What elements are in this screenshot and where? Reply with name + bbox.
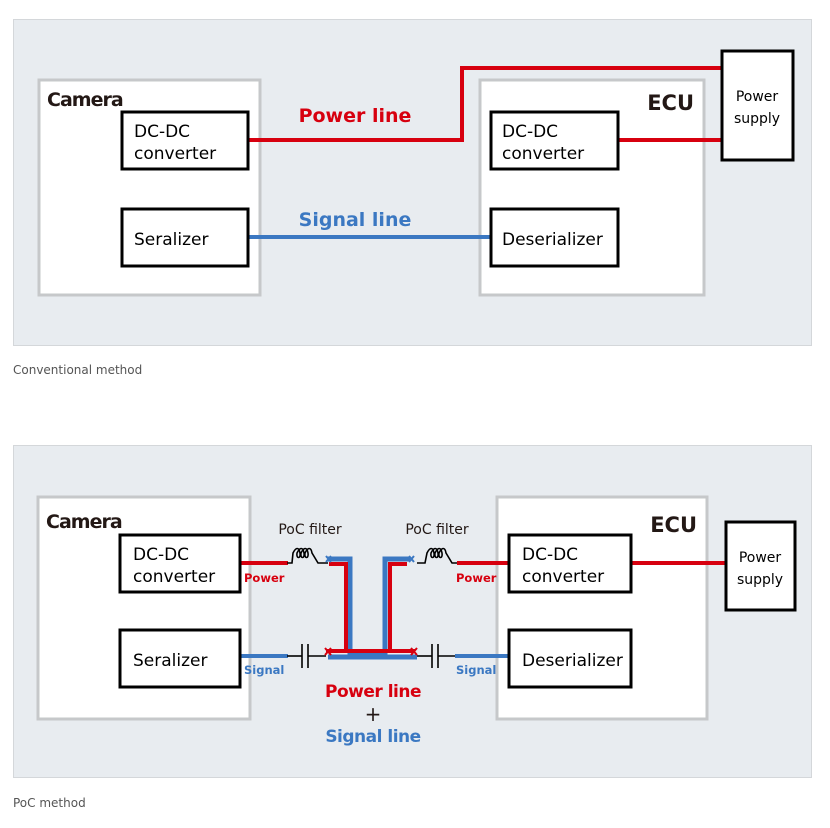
poc-power-supply-line1: Power <box>739 550 782 566</box>
conventional-method-caption: Conventional method <box>13 363 143 377</box>
power-line-label: Power line <box>299 105 412 127</box>
deserializer-box <box>489 207 620 268</box>
poc-method-caption: PoC method <box>13 796 86 810</box>
right-signal-block-x-icon <box>408 555 415 563</box>
combined-power-line-label: Power line <box>325 682 421 702</box>
poc-camera-title: Camera <box>46 511 122 533</box>
left-poc-filter-label: PoC filter <box>278 522 342 538</box>
poc-power-supply-line2: supply <box>737 572 783 588</box>
right-signal-small-label: Signal <box>456 663 496 677</box>
combined-signal-path <box>328 556 410 657</box>
poc-serializer-label: Seralizer <box>133 651 207 671</box>
right-power-block-x-icon <box>410 647 418 656</box>
poc-ecu-dcdc-line1: DC-DC <box>522 545 578 565</box>
combined-plus-sign: + <box>365 702 382 726</box>
power-line <box>248 66 722 142</box>
serializer-box <box>120 207 250 268</box>
poc-camera-dcdc-converter-box <box>118 533 242 594</box>
ecu-title: ECU <box>647 91 694 115</box>
left-signal-small-label: Signal <box>244 663 284 677</box>
conventional-diagram: Camera ECU DC-DC converter Seralizer DC-… <box>37 49 795 297</box>
poc-power-supply-box <box>724 520 797 612</box>
poc-camera-dcdc-line1: DC-DC <box>133 545 189 565</box>
poc-diagram: Camera ECU <box>36 495 797 747</box>
right-poc-filter-inductor-icon <box>417 547 458 564</box>
right-poc-filter-label: PoC filter <box>405 522 469 538</box>
signal-line-label: Signal line <box>299 209 412 231</box>
camera-title: Camera <box>47 89 123 111</box>
ecu-dcdc-converter-box <box>489 110 620 171</box>
camera-dcdc-line1: DC-DC <box>134 122 190 142</box>
left-poc-filter-inductor-icon <box>287 547 328 564</box>
ecu-dcdc-line2: converter <box>502 144 584 164</box>
poc-serializer-box <box>118 628 242 689</box>
poc-ecu-title: ECU <box>650 513 697 537</box>
serializer-label: Seralizer <box>134 230 208 250</box>
camera-dcdc-line2: converter <box>134 144 216 164</box>
poc-ecu-dcdc-line2: converter <box>522 567 604 587</box>
left-capacitor-icon <box>287 644 326 668</box>
combined-signal-line-label: Signal line <box>325 727 420 747</box>
right-capacitor-icon <box>416 644 455 668</box>
power-supply-line1: Power <box>736 89 779 105</box>
right-power-small-label: Power <box>456 571 497 585</box>
poc-ecu-dcdc-converter-box <box>507 533 633 594</box>
power-supply-box <box>720 49 795 162</box>
poc-camera-dcdc-line2: converter <box>133 567 215 587</box>
combined-power-path <box>329 562 407 653</box>
ecu-dcdc-line1: DC-DC <box>502 122 558 142</box>
poc-deserializer-box <box>507 628 633 689</box>
power-supply-line2: supply <box>734 111 780 127</box>
block-x-markers <box>324 555 418 656</box>
deserializer-label: Deserializer <box>502 230 603 250</box>
poc-deserializer-label: Deserializer <box>522 651 623 671</box>
left-power-small-label: Power <box>244 571 285 585</box>
left-signal-block-x-icon <box>325 555 332 563</box>
left-power-block-x-icon <box>324 647 332 656</box>
camera-dcdc-converter-box <box>120 110 250 171</box>
